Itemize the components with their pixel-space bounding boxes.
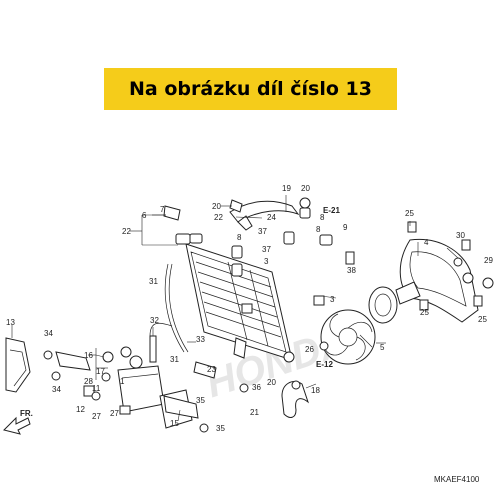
part-label-22: 22 (214, 213, 223, 222)
part-label-21: 21 (250, 408, 259, 417)
diagram-code: MKAEF4100 (434, 475, 480, 484)
part-label-26: 26 (305, 345, 314, 354)
part-label-31a: 31 (149, 277, 158, 286)
part-label-33: 33 (196, 335, 205, 344)
part-label-3a: 3 (264, 257, 269, 266)
part-label-35b: 35 (216, 424, 225, 433)
reserve-tank (117, 365, 165, 413)
part-label-6: 6 (142, 211, 147, 220)
siphon-hose (164, 263, 185, 353)
part-label-17: 17 (96, 367, 105, 376)
part-label-25b: 25 (420, 308, 429, 317)
part-label-3b: 3 (330, 295, 335, 304)
front-direction-arrow: FR. (3, 409, 33, 435)
lower-hose (281, 381, 309, 418)
part-label-34a: 34 (44, 329, 53, 338)
part-label-25a: 25 (405, 209, 414, 218)
title-banner: Na obrázku díl číslo 13 (104, 68, 397, 110)
part-label-32: 32 (150, 316, 159, 325)
part-label-19: 19 (282, 184, 291, 193)
part-label-24: 24 (267, 213, 276, 222)
part-label-9: 9 (343, 223, 348, 232)
part-label-5: 5 (380, 343, 385, 352)
part-label-27a: 27 (110, 409, 119, 418)
part-number-labels: 22 6 7 20 19 20 22 24 E-21 8 37 37 8 3 8… (6, 184, 493, 484)
callout-e21: E-21 (323, 206, 340, 215)
part-label-25c: 25 (478, 315, 487, 324)
part-label-7: 7 (160, 205, 165, 214)
part-label-18: 18 (311, 386, 320, 395)
part-label-13: 13 (6, 318, 15, 327)
bracket-13 (5, 337, 31, 393)
banner-title: Na obrázku díl číslo 13 (129, 78, 372, 100)
part-label-34b: 34 (52, 385, 61, 394)
part-label-27b: 27 (92, 412, 101, 421)
part-label-23: 23 (207, 365, 216, 374)
part-label-4: 4 (424, 238, 429, 247)
part-label-2: 22 (122, 227, 131, 236)
part-label-30: 30 (456, 231, 465, 240)
part-label-16: 16 (84, 351, 93, 360)
callout-e12: E-12 (316, 360, 333, 369)
part-label-11: 11 (92, 384, 101, 393)
part-label-31b: 31 (170, 355, 179, 364)
part-label-12: 12 (76, 405, 85, 414)
part-label-28: 28 (84, 377, 93, 386)
part-label-37a: 37 (258, 227, 267, 236)
part-label-35a: 35 (196, 396, 205, 405)
part-label-8b: 8 (237, 233, 242, 242)
part-label-38: 38 (347, 266, 356, 275)
fan-blade (320, 309, 376, 365)
part-label-20c: 20 (267, 378, 276, 387)
fan-motor (368, 286, 398, 324)
part-label-37b: 37 (262, 245, 271, 254)
leader-lines (11, 195, 459, 422)
part-label-15: 15 (170, 419, 179, 428)
part-label-8a: 8 (320, 213, 325, 222)
part-label-8c: 8 (316, 225, 321, 234)
part-label-29: 29 (484, 256, 493, 265)
part-label-20a: 20 (212, 202, 221, 211)
front-direction-label: FR. (20, 409, 33, 418)
part-label-36: 36 (252, 383, 261, 392)
part-label-20b: 20 (301, 184, 310, 193)
part-label-1: 1 (120, 377, 125, 386)
radiator (175, 233, 295, 363)
